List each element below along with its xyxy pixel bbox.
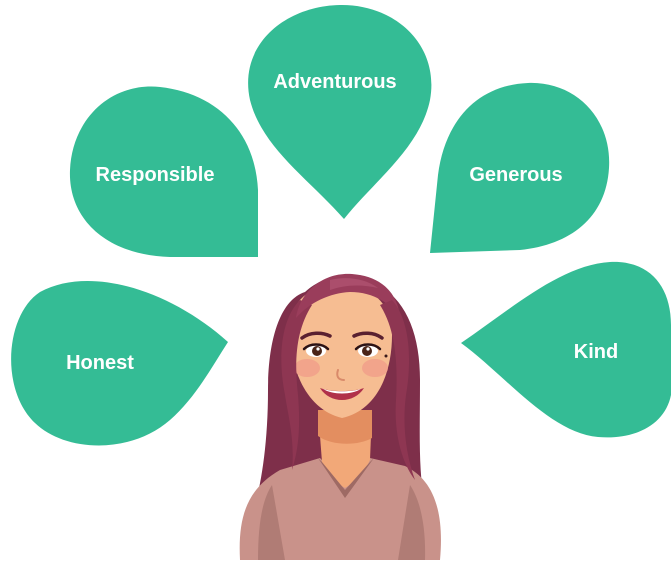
hair-fringe	[296, 273, 400, 318]
petal-honest: Honest	[11, 281, 229, 446]
beauty-mark	[384, 354, 388, 358]
petal-honest-shape	[11, 281, 229, 446]
hair-highlight	[330, 278, 378, 290]
woman-illustration	[239, 273, 441, 560]
face	[290, 285, 392, 418]
petal-adventurous: Adventurous	[248, 4, 432, 219]
hair-front-right	[380, 300, 415, 480]
eyebrow-right	[352, 331, 384, 340]
shirt-shade-right	[398, 485, 426, 560]
petal-generous-label: Generous	[469, 164, 562, 186]
petal-kind-label: Kind	[574, 341, 618, 363]
petal-kind-shape	[461, 261, 671, 438]
petal-generous-shape	[430, 82, 610, 253]
petal-responsible: Responsible	[69, 86, 259, 257]
nose	[336, 369, 345, 381]
petal-kind: Kind	[461, 261, 671, 438]
hair-front-left	[281, 300, 312, 470]
neck-shadow	[318, 410, 372, 444]
shirt-shade	[258, 485, 285, 560]
mouth	[320, 388, 364, 400]
eyebrow-left	[300, 331, 332, 340]
petal-adventurous-label: Adventurous	[273, 71, 396, 93]
shirt	[239, 458, 441, 560]
petal-generous: Generous	[430, 82, 610, 253]
cheek-right	[362, 359, 388, 377]
collar	[318, 458, 374, 498]
petal-honest-label: Honest	[66, 352, 134, 374]
eye-left	[302, 343, 330, 357]
eye-right	[354, 343, 382, 357]
petal-responsible-shape	[69, 86, 259, 257]
petal-responsible-label: Responsible	[96, 164, 215, 186]
cheek-left	[294, 359, 320, 377]
petal-adventurous-shape	[248, 4, 432, 219]
